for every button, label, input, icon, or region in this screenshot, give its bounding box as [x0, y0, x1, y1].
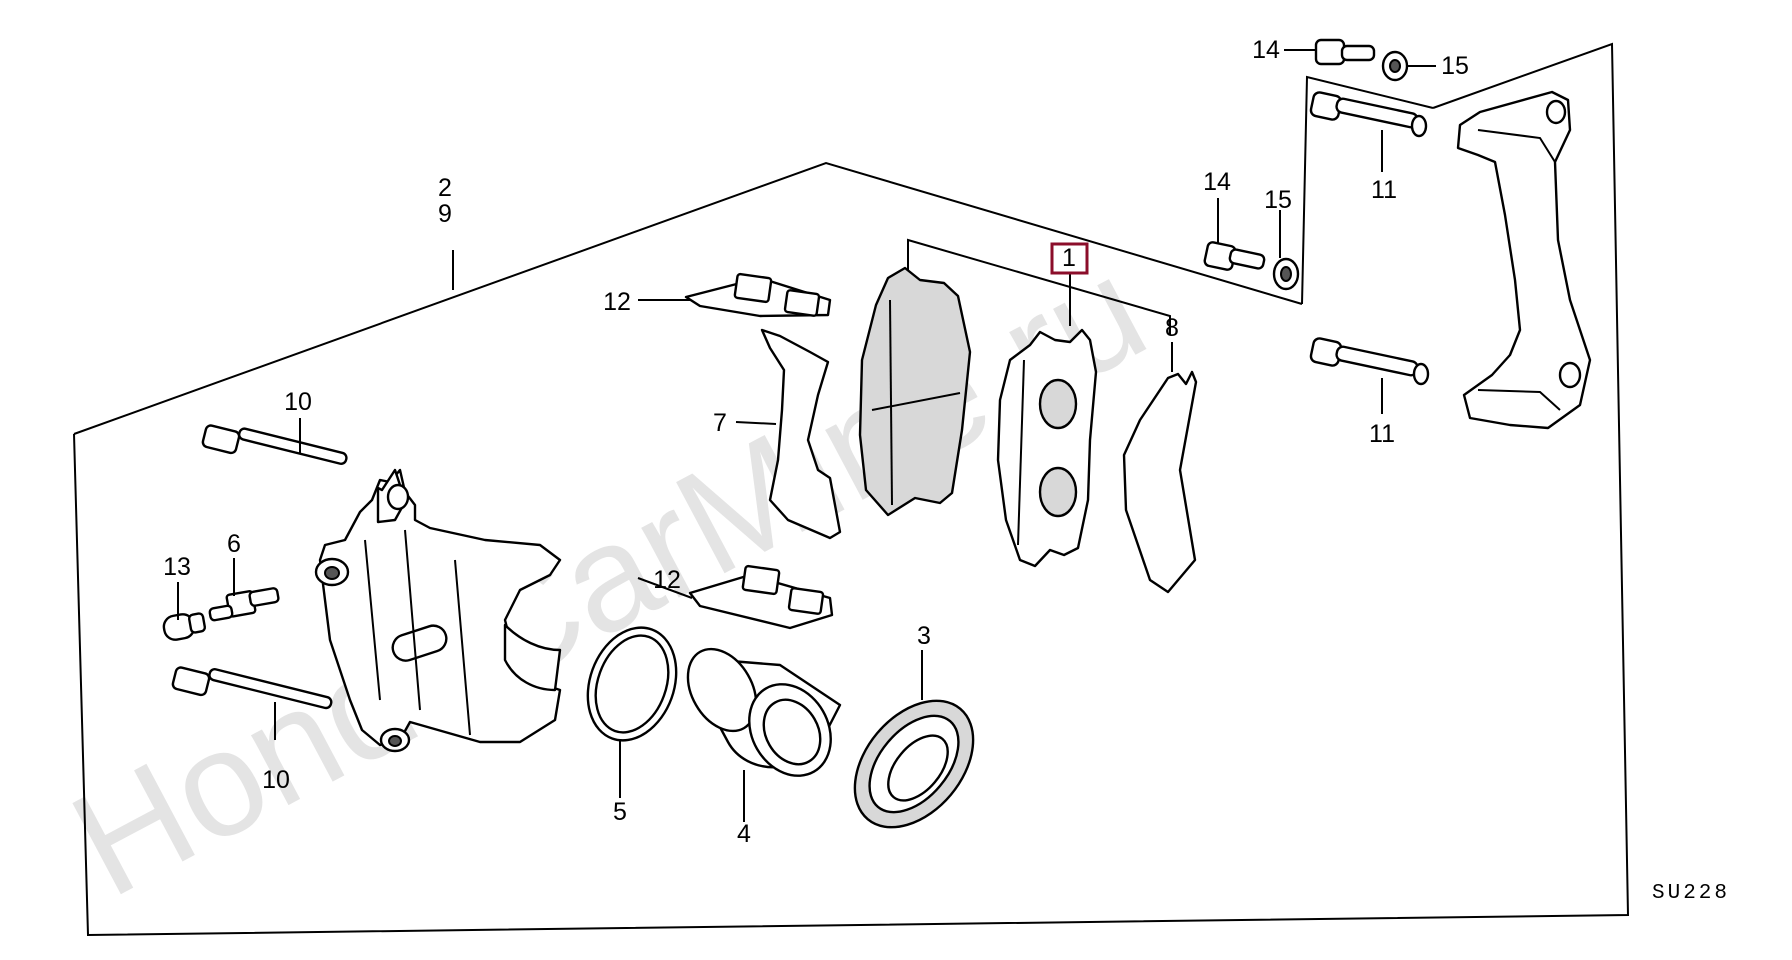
- pad-spring: [760, 328, 842, 540]
- callout-6[interactable]: 6: [227, 530, 241, 558]
- washer-15-top: [1381, 50, 1409, 82]
- callout-14-mid[interactable]: 14: [1203, 168, 1231, 196]
- brake-pad-inner: [996, 328, 1098, 568]
- watermark: HondaCarMine.ru: [46, 224, 1170, 928]
- assembly-outline-top: [73, 161, 1303, 435]
- bolt-14-mid: [1203, 241, 1266, 271]
- washer-15-mid: [1272, 257, 1300, 291]
- brake-pad-outer: [858, 266, 972, 517]
- callout-7[interactable]: 7: [713, 409, 727, 437]
- bracket-bolt-upper: [1309, 91, 1428, 138]
- caliper-body: [314, 468, 562, 753]
- callout-11-lower[interactable]: 11: [1369, 420, 1395, 448]
- callout-10-lower[interactable]: 10: [262, 766, 290, 794]
- dust-boot: [853, 699, 975, 829]
- bleeder-cap: [162, 612, 207, 641]
- callout-2[interactable]: 2: [438, 174, 452, 202]
- bracket-group-outline: [1301, 75, 1434, 305]
- callout-10-upper[interactable]: 10: [284, 388, 312, 416]
- leader-lines: [177, 49, 1436, 822]
- callout-1[interactable]: 1: [1062, 244, 1076, 272]
- callout-8[interactable]: 8: [1165, 314, 1179, 342]
- pad-retainer-lower: [688, 564, 834, 630]
- callout-13[interactable]: 13: [163, 553, 191, 581]
- bolt-14-top: [1314, 38, 1376, 66]
- pad-group-outline: [907, 238, 1171, 335]
- callout-12-upper[interactable]: 12: [603, 288, 631, 316]
- pad-retainer-upper: [684, 272, 832, 318]
- diagram-code: SU228: [1652, 882, 1730, 905]
- callout-11-upper[interactable]: 11: [1371, 176, 1397, 204]
- piston: [686, 647, 842, 777]
- guide-pin-lower: [171, 666, 333, 710]
- assembly-outline: [73, 42, 1630, 937]
- callout-4[interactable]: 4: [737, 820, 751, 848]
- highlight-box-part-1: [1050, 242, 1089, 275]
- bracket-bolt-lower: [1309, 337, 1430, 386]
- callout-3[interactable]: 3: [917, 622, 931, 650]
- anti-squeal-shim: [1122, 370, 1198, 594]
- callout-15-top[interactable]: 15: [1441, 52, 1469, 80]
- callout-9[interactable]: 9: [438, 200, 452, 228]
- callout-12-lower[interactable]: 12: [653, 566, 681, 594]
- callout-5[interactable]: 5: [613, 798, 627, 826]
- caliper-bracket: [1456, 90, 1592, 430]
- guide-pin-upper: [201, 424, 348, 465]
- bleeder-screw: [208, 587, 280, 622]
- callout-15-mid[interactable]: 15: [1264, 186, 1292, 214]
- piston-seal: [586, 626, 678, 742]
- callout-14-top[interactable]: 14: [1252, 36, 1280, 64]
